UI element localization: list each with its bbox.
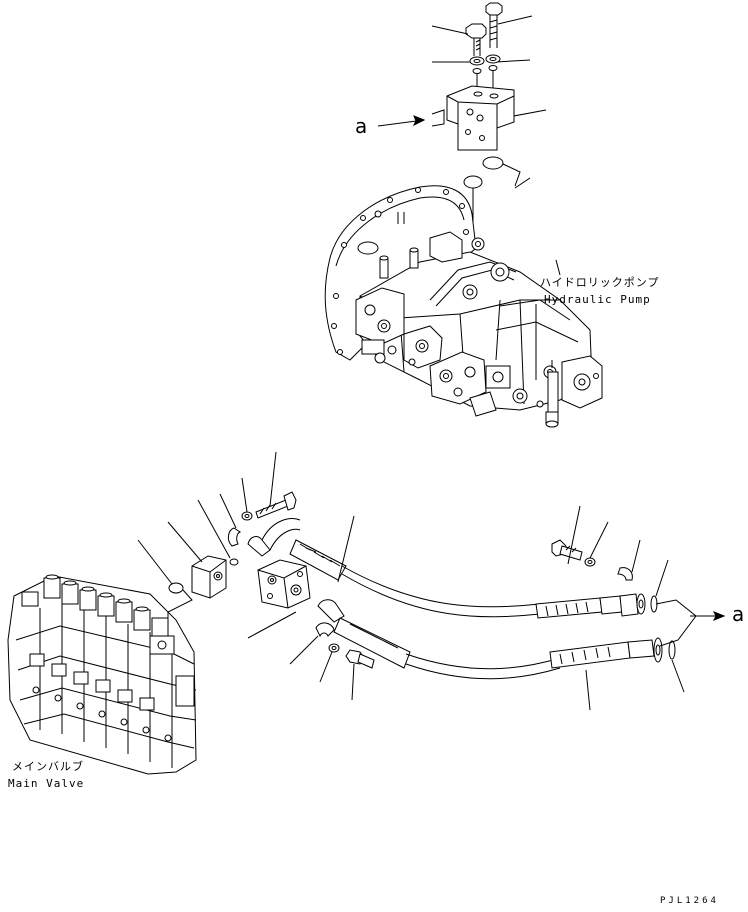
o-ring-right-upper <box>650 559 669 613</box>
o-ring-small <box>197 499 239 566</box>
pump-label-en: Hydraulic Pump <box>544 293 651 306</box>
pump-label-jp: ハイドロリックポンプ <box>540 276 660 289</box>
lower-block <box>167 521 227 599</box>
bolt-lower <box>345 649 375 701</box>
upper-a-arrow <box>377 115 426 127</box>
split-flange-lower <box>289 622 335 665</box>
split-flange-right <box>617 539 641 581</box>
drawing-code: PJL1264 <box>660 896 719 906</box>
top-bolt-right <box>485 2 503 48</box>
valve-label-jp: メインバルブ <box>12 760 84 773</box>
hose-lower <box>317 599 663 711</box>
main-valve <box>7 574 197 775</box>
washer-upper <box>241 477 253 521</box>
hose-upper <box>289 515 646 619</box>
washer-lower <box>319 643 340 683</box>
bolt-right <box>551 505 583 565</box>
top-bolt-left <box>465 23 487 56</box>
right-a-arrow <box>655 599 726 647</box>
valve-label-en: Main Valve <box>8 777 85 790</box>
lower-gasket <box>137 539 193 624</box>
bolt-upper <box>255 451 297 519</box>
o-ring-right-lower <box>668 640 685 693</box>
hose-flange-block <box>247 518 311 609</box>
right-reference-a: a <box>732 602 745 626</box>
hydraulic-pump <box>324 185 603 428</box>
washer-right <box>584 521 609 567</box>
top-leaders <box>431 15 547 189</box>
flange-leader <box>247 611 297 639</box>
split-flange-upper <box>219 493 241 547</box>
manifold-block <box>431 85 515 151</box>
upper-reference-a: a <box>355 114 368 138</box>
